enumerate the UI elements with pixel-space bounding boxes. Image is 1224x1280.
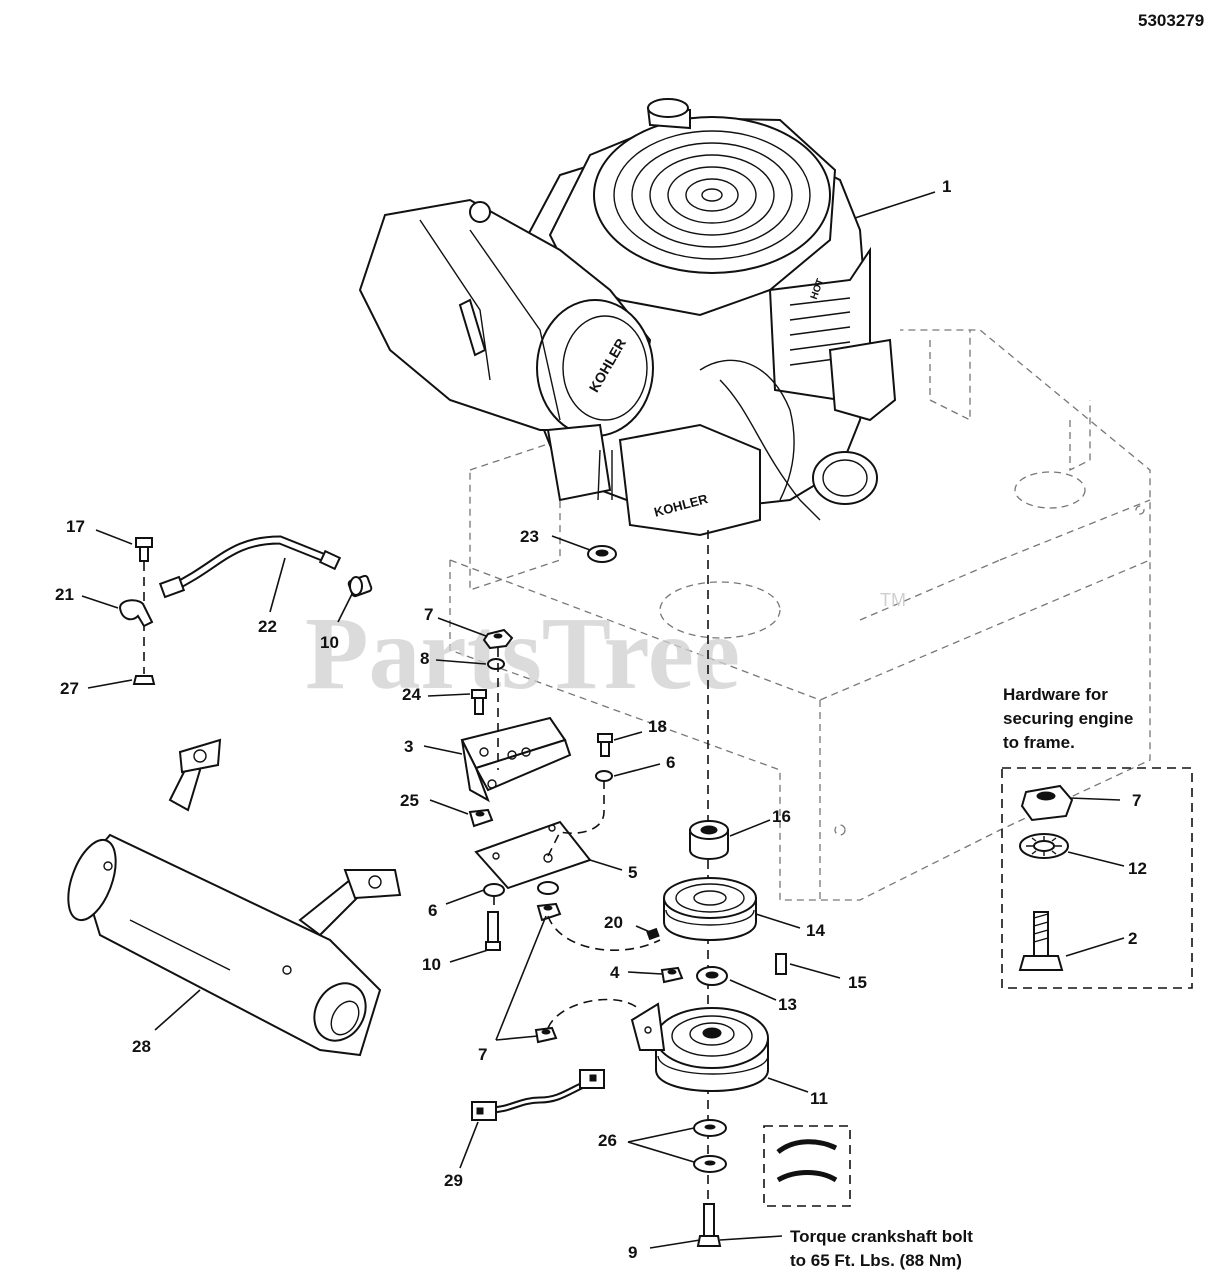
clip-top (776, 1139, 838, 1155)
callout-27: 27 (60, 679, 79, 698)
hardware-title-line-2: securing engine (1003, 709, 1133, 728)
bolt-10 (485, 911, 501, 951)
callout-13: 13 (778, 995, 797, 1014)
key-15 (775, 953, 787, 975)
callout-28: 28 (132, 1037, 151, 1056)
nut-27 (132, 675, 156, 685)
axis-line-7b (547, 915, 661, 952)
washer-23 (587, 545, 617, 563)
callout-11: 11 (810, 1089, 828, 1108)
callout-24: 24 (402, 685, 421, 704)
callout-9: 9 (628, 1243, 637, 1262)
callout-6-bottom: 6 (428, 901, 437, 920)
callout-7-bottom: 7 (478, 1045, 487, 1064)
pulley-14 (663, 877, 757, 941)
inset-nut-7 (1020, 784, 1074, 822)
nut-7-low (534, 1026, 558, 1044)
callout-3: 3 (404, 737, 413, 756)
hardware-title-line-1: Hardware for (1003, 685, 1108, 704)
inset-washer-12 (1019, 833, 1069, 859)
callout-14: 14 (806, 921, 825, 940)
callout-23: 23 (520, 527, 539, 546)
screw-20 (646, 927, 660, 941)
callout-26: 26 (598, 1131, 617, 1150)
washer-8 (487, 658, 505, 670)
watermark-trademark: TM (880, 590, 906, 610)
washer-6-top (595, 770, 613, 782)
washer-mid (537, 881, 559, 895)
fuel-line (158, 535, 342, 599)
callout-21: 21 (55, 585, 74, 604)
callout-10-bottom: 10 (422, 955, 441, 974)
callout-17: 17 (66, 517, 85, 536)
nut-25 (468, 808, 494, 828)
fitting-10 (347, 574, 373, 598)
torque-note-line-2: to 65 Ft. Lbs. (88 Nm) (790, 1251, 962, 1270)
washers-26 (693, 1119, 727, 1173)
clamp-21 (118, 599, 154, 628)
callout-5: 5 (628, 863, 637, 882)
hardware-title-line-3: to frame. (1003, 733, 1075, 752)
callout-10-top: 10 (320, 633, 339, 652)
engine: KOHLER HOT KOHLER (358, 98, 897, 537)
bolt-24 (471, 689, 487, 715)
torque-note-line-1: Torque crankshaft bolt (790, 1227, 973, 1246)
callout-22: 22 (258, 617, 277, 636)
callout-16: 16 (772, 807, 791, 826)
nut-7-mid (536, 902, 562, 922)
callout-29: 29 (444, 1171, 463, 1190)
callout-18: 18 (648, 717, 667, 736)
bolt-17 (135, 537, 153, 562)
callout-20: 20 (604, 913, 623, 932)
washer-6-bottom (483, 883, 505, 897)
mower-frame-outline (449, 329, 1151, 901)
callout-7-inset: 7 (1132, 791, 1141, 810)
clip-detail-box (763, 1125, 851, 1207)
clutch-11 (630, 1002, 769, 1092)
plate-5 (474, 820, 592, 890)
wire-harness-29 (471, 1069, 605, 1121)
callout-6-top: 6 (666, 753, 675, 772)
callout-8: 8 (420, 649, 429, 668)
axis-line-18 (547, 780, 605, 857)
watermark: PartsTree (305, 596, 740, 711)
bolt-9 (696, 1203, 722, 1247)
spacer-16 (689, 820, 729, 860)
nut-7-top (482, 628, 514, 650)
diagram-number: 5303279 (1138, 11, 1204, 30)
callout-25: 25 (400, 791, 419, 810)
callout-7-top: 7 (424, 605, 433, 624)
inset-bolt-2 (1018, 911, 1064, 971)
callout-2: 2 (1128, 929, 1137, 948)
spacer-13 (696, 966, 728, 986)
hardware-inset: Hardware for securing engine to frame. (1001, 685, 1193, 989)
callout-1: 1 (942, 177, 951, 196)
bolt-18 (597, 733, 613, 757)
leader-lines (81, 191, 1125, 1249)
muffler (67, 738, 402, 1057)
axis-line-7c (547, 998, 641, 1029)
callout-12: 12 (1128, 859, 1147, 878)
nut-4 (660, 966, 684, 984)
bracket-3 (460, 716, 572, 803)
callout-15: 15 (848, 973, 867, 992)
callout-numbers: 1 17 21 27 22 10 23 7 8 24 3 25 18 6 5 6… (55, 177, 1147, 1262)
clip-bottom (776, 1170, 838, 1183)
callout-4: 4 (610, 963, 620, 982)
